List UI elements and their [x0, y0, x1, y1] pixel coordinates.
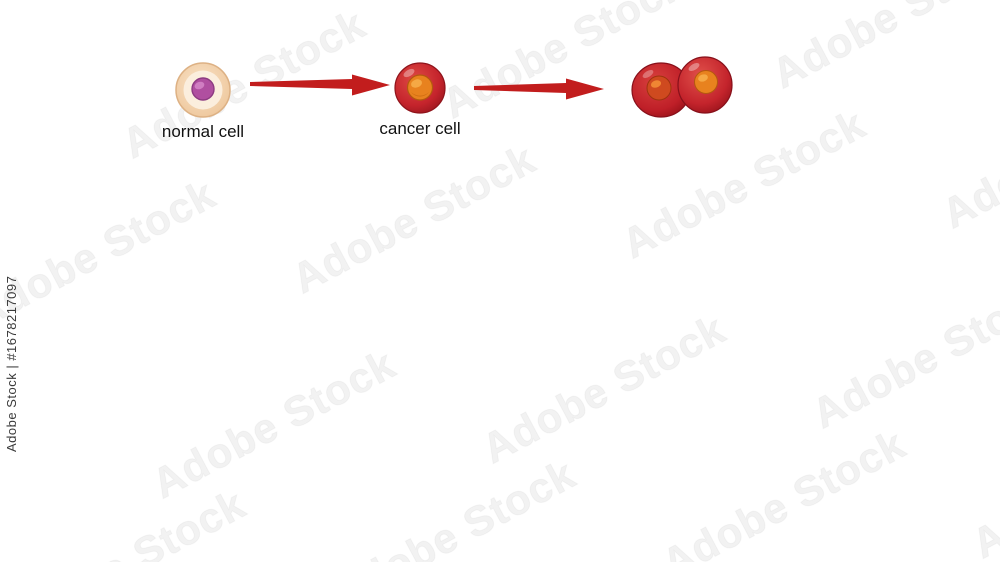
watermark-tile-text: Adobe Stock	[324, 449, 583, 562]
stock-id-watermark: Adobe Stock | #1678217097	[4, 275, 19, 452]
cancer-cell-label: cancer cell	[379, 119, 461, 138]
stage-dividing-cancer-cells	[628, 52, 740, 124]
stage-normal-cell: normal cell	[142, 60, 264, 142]
normal-cell-label: normal cell	[161, 122, 245, 141]
arrow-normal-to-cancer	[250, 74, 390, 96]
watermark-tile-text: Adobe Stock	[614, 99, 873, 268]
watermark-tile-text: Adobe Stock	[0, 479, 253, 562]
cancer-cell-icon	[394, 62, 446, 114]
stage-cancer-cell: cancer cell	[360, 61, 480, 139]
watermark-tile-text: Adobe Stock	[654, 419, 913, 562]
dividing-cancer-cells-icon	[631, 56, 733, 118]
normal-cell-icon	[175, 62, 231, 118]
watermark-tile-text: Adobe Stock	[474, 304, 733, 473]
watermark-tile-text: Adobe Stock	[934, 69, 1000, 238]
watermark-tile-text: Adobe Stock	[964, 399, 1000, 562]
watermark-tile-text: Adobe Stock	[284, 134, 543, 303]
watermark-tile-text: Adobe Stock	[804, 269, 1000, 438]
arrow-cancer-to-dividing	[474, 78, 604, 100]
watermark-tile-text: Adobe Stock	[144, 339, 403, 508]
watermark-tile-text: Adobe Stock	[764, 0, 1000, 98]
watermark-tile-text: Adobe Stock	[0, 169, 223, 338]
